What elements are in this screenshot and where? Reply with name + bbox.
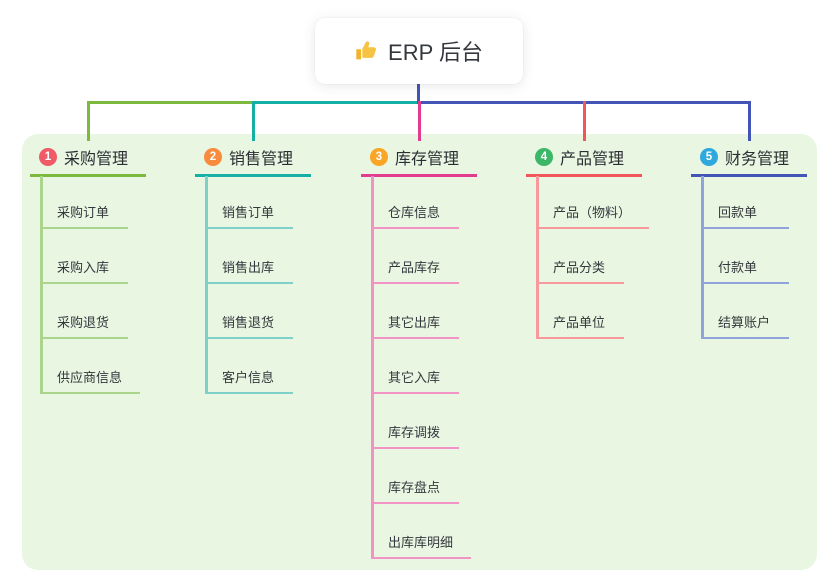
branch-label: 财务管理: [725, 151, 790, 168]
branch-label: 采购管理: [64, 151, 129, 168]
child-row: 库存调拨: [371, 394, 471, 449]
branch-label: 销售管理: [229, 151, 294, 168]
branch-number-badge: 2: [204, 148, 222, 166]
branch-drop-line: [417, 101, 421, 141]
branch-number-badge: 3: [370, 148, 388, 166]
branch-number-badge: 1: [39, 148, 57, 166]
connector-bus-segment: [253, 101, 418, 104]
branch-children: 回款单付款单结算账户: [691, 174, 789, 339]
child-row: 结算账户: [701, 284, 789, 339]
branch-label: 库存管理: [395, 151, 460, 168]
child-row: 库存盘点: [371, 449, 471, 504]
branch-children: 产品（物料） 产品分类产品单位: [526, 174, 650, 339]
child-row: 客户信息: [205, 339, 293, 394]
branch-children: 销售订单销售出库销售退货客户信息: [195, 174, 293, 394]
branch-drop-line: [86, 101, 90, 141]
branch-node[interactable]: 3 库存管理: [361, 140, 477, 177]
connector-bus-segment: [88, 101, 253, 104]
branch-number-badge: 5: [700, 148, 718, 166]
child-row: 销售订单: [205, 174, 293, 229]
child-node[interactable]: 付款单: [701, 257, 789, 284]
branch-node[interactable]: 5 财务管理: [691, 140, 807, 177]
child-row: 采购订单: [40, 174, 140, 229]
branch-column: 1 采购管理采购订单采购入库采购退货供应商信息: [30, 140, 146, 394]
child-row: 销售退货: [205, 284, 293, 339]
children-spine-line: [701, 176, 704, 337]
root-stem-line: [416, 84, 420, 104]
child-node[interactable]: 出库库明细: [371, 532, 472, 559]
child-row: 采购入库: [40, 229, 140, 284]
child-row: 付款单: [701, 229, 789, 284]
branch-node[interactable]: 4 产品管理: [526, 140, 642, 177]
child-row: 其它出库: [371, 284, 471, 339]
child-row: 出库库明细: [371, 504, 472, 559]
branch-column: 3 库存管理仓库信息产品库存其它出库其它入库库存调拨库存盘点出库库明细: [361, 140, 477, 559]
root-node[interactable]: ERP 后台: [315, 18, 523, 84]
child-node[interactable]: 回款单: [701, 202, 789, 229]
child-row: 回款单: [701, 174, 789, 229]
child-node[interactable]: 采购入库: [40, 257, 128, 284]
branch-node[interactable]: 2 销售管理: [195, 140, 311, 177]
child-row: 产品库存: [371, 229, 471, 284]
child-node[interactable]: 产品分类: [536, 257, 624, 284]
child-row: 产品（物料）: [536, 174, 650, 229]
child-node[interactable]: 采购订单: [40, 202, 128, 229]
child-node[interactable]: 供应商信息: [40, 367, 141, 394]
children-spine-line: [205, 176, 208, 392]
child-node[interactable]: 仓库信息: [371, 202, 459, 229]
branch-column: 5 财务管理回款单付款单结算账户: [691, 140, 807, 339]
child-row: 销售出库: [205, 229, 293, 284]
child-node[interactable]: 销售退货: [205, 312, 293, 339]
child-row: 供应商信息: [40, 339, 141, 394]
child-row: 仓库信息: [371, 174, 471, 229]
child-node[interactable]: 其它出库: [371, 312, 459, 339]
children-spine-line: [371, 176, 374, 557]
child-row: 产品分类: [536, 229, 649, 284]
branch-number-badge: 4: [535, 148, 553, 166]
children-spine-line: [536, 176, 539, 337]
branch-drop-line: [582, 101, 586, 141]
branch-children: 仓库信息产品库存其它出库其它入库库存调拨库存盘点出库库明细: [361, 174, 472, 559]
child-node[interactable]: 采购退货: [40, 312, 128, 339]
child-node[interactable]: 其它入库: [371, 367, 459, 394]
root-title: ERP 后台: [388, 40, 483, 65]
child-node[interactable]: 产品（物料）: [536, 202, 650, 229]
child-row: 采购退货: [40, 284, 140, 339]
thumbs-up-icon: [355, 39, 379, 63]
child-node[interactable]: 产品库存: [371, 257, 459, 284]
child-node[interactable]: 库存盘点: [371, 477, 459, 504]
branch-drop-line: [747, 101, 751, 141]
branch-children: 采购订单采购入库采购退货供应商信息: [30, 174, 141, 394]
child-node[interactable]: 客户信息: [205, 367, 293, 394]
branch-drop-line: [251, 101, 255, 141]
child-node[interactable]: 产品单位: [536, 312, 624, 339]
child-row: 产品单位: [536, 284, 649, 339]
branch-label: 产品管理: [560, 151, 625, 168]
mindmap-panel: [22, 134, 817, 570]
child-row: 其它入库: [371, 339, 471, 394]
child-node[interactable]: 销售出库: [205, 257, 293, 284]
child-node[interactable]: 结算账户: [701, 312, 789, 339]
children-spine-line: [40, 176, 43, 392]
branch-column: 2 销售管理销售订单销售出库销售退货客户信息: [195, 140, 311, 394]
child-node[interactable]: 销售订单: [205, 202, 293, 229]
branch-node[interactable]: 1 采购管理: [30, 140, 146, 177]
branch-column: 4 产品管理产品（物料） 产品分类产品单位: [526, 140, 650, 339]
child-node[interactable]: 库存调拨: [371, 422, 459, 449]
